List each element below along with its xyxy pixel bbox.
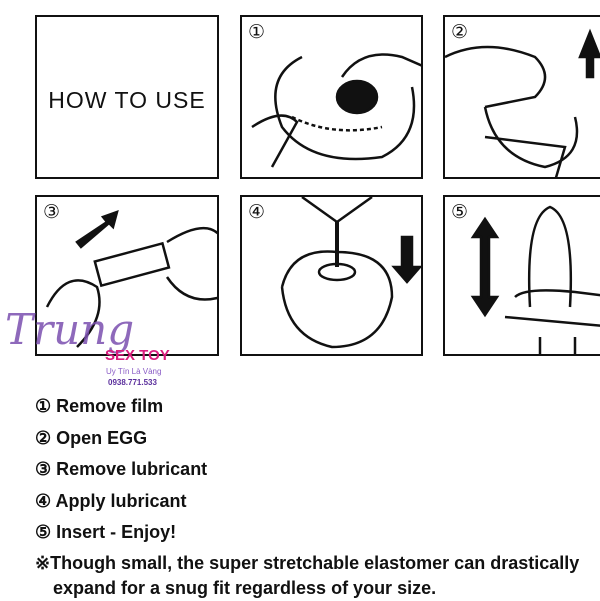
step-item: ③ Remove lubricant: [35, 459, 208, 479]
note-line-1: ※Though small, the super stretchable ela…: [35, 553, 580, 573]
step-number: ②: [451, 22, 469, 43]
steps-list: ① Remove film ② Open EGG ③ Remove lubric…: [35, 393, 207, 551]
note-line-2: expand for a snug fit regardless of your…: [53, 578, 437, 598]
open-egg-drawing: [445, 28, 600, 177]
step-item: ④ Apply lubricant: [35, 490, 187, 511]
remove-film-drawing: [251, 53, 421, 168]
note: ※Though small, the super stretchable ela…: [35, 551, 579, 601]
step-number: ①: [248, 22, 266, 43]
step-item: ① Remove film: [35, 396, 164, 416]
insert-drawing: [470, 205, 600, 354]
step-4-illustration: ④: [240, 195, 423, 356]
step-number: ③: [43, 202, 61, 223]
watermark-script: Trung: [5, 305, 135, 354]
step-2-illustration: ②: [443, 15, 600, 179]
title-panel: HOW TO USE: [35, 15, 219, 179]
watermark-logo: Trung SEX TOY Uy Tín Là Vàng 0938.771.53…: [0, 295, 200, 390]
step-1-illustration: ①: [240, 15, 423, 179]
step-number: ④: [248, 202, 266, 223]
watermark-phone: 0938.771.533: [108, 378, 157, 387]
apply-lubricant-drawing: [280, 197, 421, 349]
step-item: ⑤ Insert - Enjoy!: [35, 522, 177, 542]
watermark-slogan: Uy Tín Là Vàng: [106, 367, 162, 376]
step-item: ② Open EGG: [35, 427, 148, 448]
page-title: HOW TO USE: [48, 87, 206, 113]
step-5-illustration: ⑤: [443, 195, 600, 356]
remove-lubricant-drawing: [45, 210, 217, 348]
step-3-illustration: ③: [35, 195, 219, 356]
watermark-brand: SEX TOY: [105, 347, 170, 364]
step-number: ⑤: [451, 202, 469, 223]
